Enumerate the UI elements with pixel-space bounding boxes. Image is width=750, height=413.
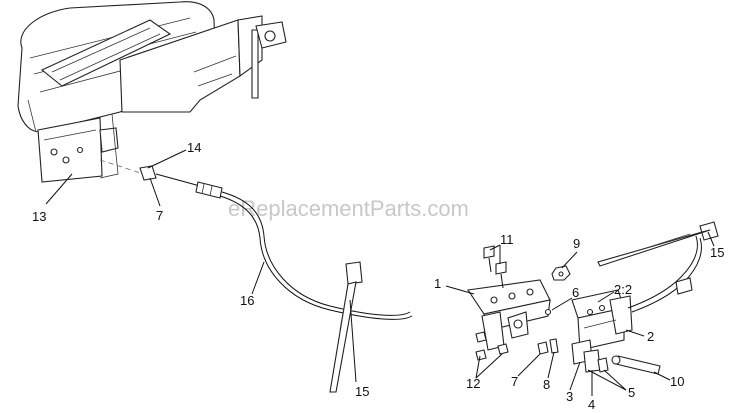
callout-15: 15 bbox=[355, 384, 369, 399]
callout-9: 9 bbox=[573, 236, 580, 251]
cable-right-illustration bbox=[627, 235, 702, 313]
callout-12: 12 bbox=[466, 376, 480, 391]
callout-6: 6 bbox=[572, 285, 579, 300]
tie-strap-15-right bbox=[597, 221, 719, 267]
callout-2: 2 bbox=[647, 329, 654, 344]
watermark-text: eReplacementParts.com bbox=[228, 196, 469, 221]
mower-housing-illustration bbox=[17, 1, 287, 183]
leader-lines bbox=[45, 149, 715, 396]
tie-strap-15-left bbox=[329, 261, 363, 393]
callout-3: 3 bbox=[566, 389, 573, 404]
callout-15: 15 bbox=[710, 245, 724, 260]
callout-4: 4 bbox=[588, 397, 595, 412]
callout-8: 8 bbox=[543, 377, 550, 392]
callout-labels: 13 14 7 16 15 11 9 15 1 6 2:2 2 12 7 8 3… bbox=[32, 140, 724, 412]
callout-11: 11 bbox=[500, 232, 514, 247]
callout-5: 5 bbox=[628, 385, 635, 400]
callout-7: 7 bbox=[156, 208, 163, 223]
callout-13: 13 bbox=[32, 209, 46, 224]
control-bracket-assembly bbox=[467, 245, 661, 375]
cable-16-illustration bbox=[139, 165, 413, 320]
callout-1: 1 bbox=[434, 276, 441, 291]
callout-14: 14 bbox=[187, 140, 201, 155]
callout-7: 7 bbox=[511, 374, 518, 389]
callout-16: 16 bbox=[240, 293, 254, 308]
callout-2-2: 2:2 bbox=[614, 282, 632, 297]
callout-10: 10 bbox=[670, 374, 684, 389]
